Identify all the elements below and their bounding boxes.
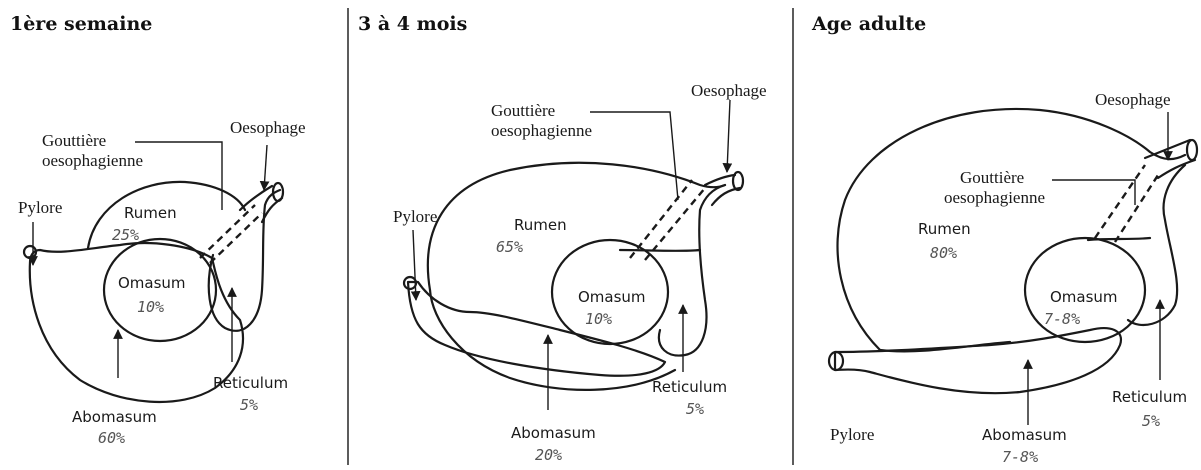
label-reticulum: Reticulum [213, 374, 288, 392]
leader-gouttiere [590, 112, 678, 200]
oesophagus-opening [1187, 140, 1197, 160]
label-rumen: Rumen [514, 216, 567, 234]
label-abomasum: Abomasum [982, 426, 1067, 444]
leader-oesophage [727, 100, 730, 172]
oesophagus-shape [705, 175, 740, 205]
leader-gouttiere [135, 142, 222, 210]
panel-title: 1ère semaine [10, 13, 152, 35]
rumen-shape [838, 109, 1185, 350]
label-oesophage: Oesophage [1095, 90, 1171, 109]
pct-rumen: 80% [930, 244, 957, 262]
pct-reticulum: 5% [1142, 412, 1160, 430]
pct-reticulum: 5% [240, 396, 258, 414]
pct-abomasum: 20% [535, 446, 562, 464]
label-omasum: Omasum [1050, 288, 1118, 306]
label-rumen: Rumen [124, 204, 177, 222]
pct-rumen: 65% [496, 238, 523, 256]
groove-dashes [1095, 165, 1160, 242]
panel-title: Age adulte [811, 13, 926, 35]
reticulum-shape [1128, 165, 1185, 325]
rumen-shape [428, 163, 725, 290]
label-abomasum: Abomasum [72, 408, 157, 426]
label-omasum: Omasum [118, 274, 186, 292]
pct-rumen: 25% [112, 226, 139, 244]
pct-reticulum: 5% [686, 400, 704, 418]
groove-line [620, 250, 700, 251]
pct-abomasum: 7-8% [1002, 448, 1038, 466]
leader-gouttiere [1052, 180, 1135, 205]
label-abomasum: Abomasum [511, 424, 596, 442]
pct-omasum: 10% [137, 298, 164, 316]
label-pylore: Pylore [393, 207, 437, 226]
pct-abomasum: 60% [98, 429, 125, 447]
leader-pylore [413, 230, 416, 300]
label-pylore: Pylore [830, 425, 874, 444]
label-omasum: Omasum [578, 288, 646, 306]
label-oesophage: Oesophage [230, 118, 306, 137]
label-reticulum: Reticulum [652, 378, 727, 396]
leader-oesophage [264, 145, 267, 190]
abomasum-shape [835, 328, 1121, 393]
label-pylore: Pylore [18, 198, 62, 217]
label-rumen: Rumen [918, 220, 971, 238]
label-reticulum: Reticulum [1112, 388, 1187, 406]
pct-omasum: 7-8% [1044, 310, 1080, 328]
pct-omasum: 10% [585, 310, 612, 328]
groove-dashes [200, 205, 262, 263]
panel-title: 3 à 4 mois [358, 13, 467, 35]
label-oesophage: Oesophage [691, 81, 767, 100]
